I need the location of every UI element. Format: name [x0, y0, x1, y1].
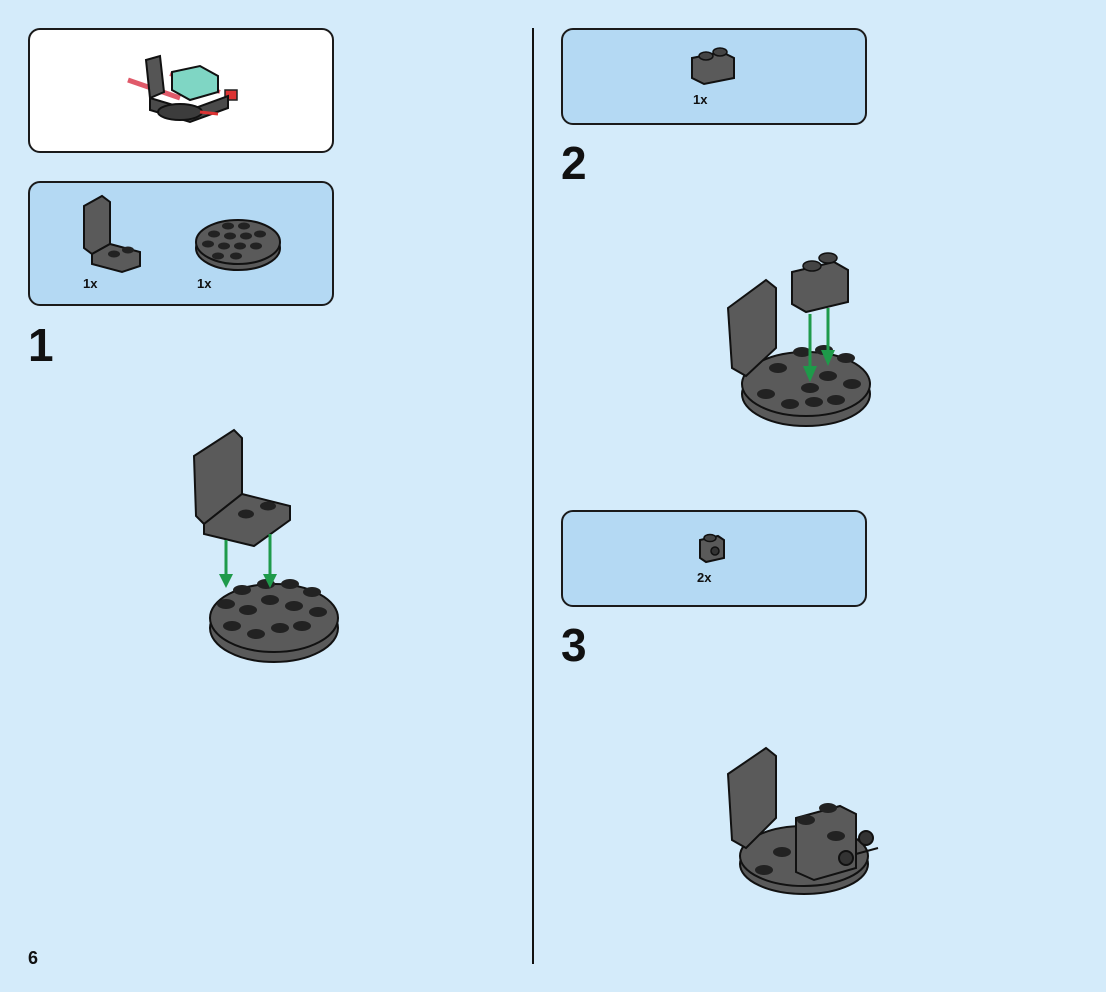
- step-2-part-1-qty: 1x: [693, 92, 708, 107]
- seat-part-icon: [83, 194, 141, 274]
- step-1-part-2-qty: 1x: [197, 276, 212, 291]
- round-plate-part-icon: [195, 219, 281, 271]
- column-divider: [532, 28, 534, 964]
- step-2-number: 2: [561, 137, 587, 189]
- step-3-part-1-qty: 2x: [697, 570, 712, 585]
- step-1-parts-box: [28, 181, 334, 306]
- headlight-brick-part-icon: [699, 533, 725, 564]
- step-1-assembly-illustration: [192, 428, 339, 663]
- brick-1x2-part-icon: [691, 47, 735, 86]
- step-1-number: 1: [28, 319, 54, 371]
- submodel-preview-icon: [127, 54, 238, 124]
- page-number: 6: [28, 948, 39, 968]
- step-3-number: 3: [561, 619, 587, 671]
- step-1-part-1-qty: 1x: [83, 276, 98, 291]
- step-3-assembly-illustration: [726, 746, 879, 895]
- step-2-assembly-illustration: [726, 252, 871, 427]
